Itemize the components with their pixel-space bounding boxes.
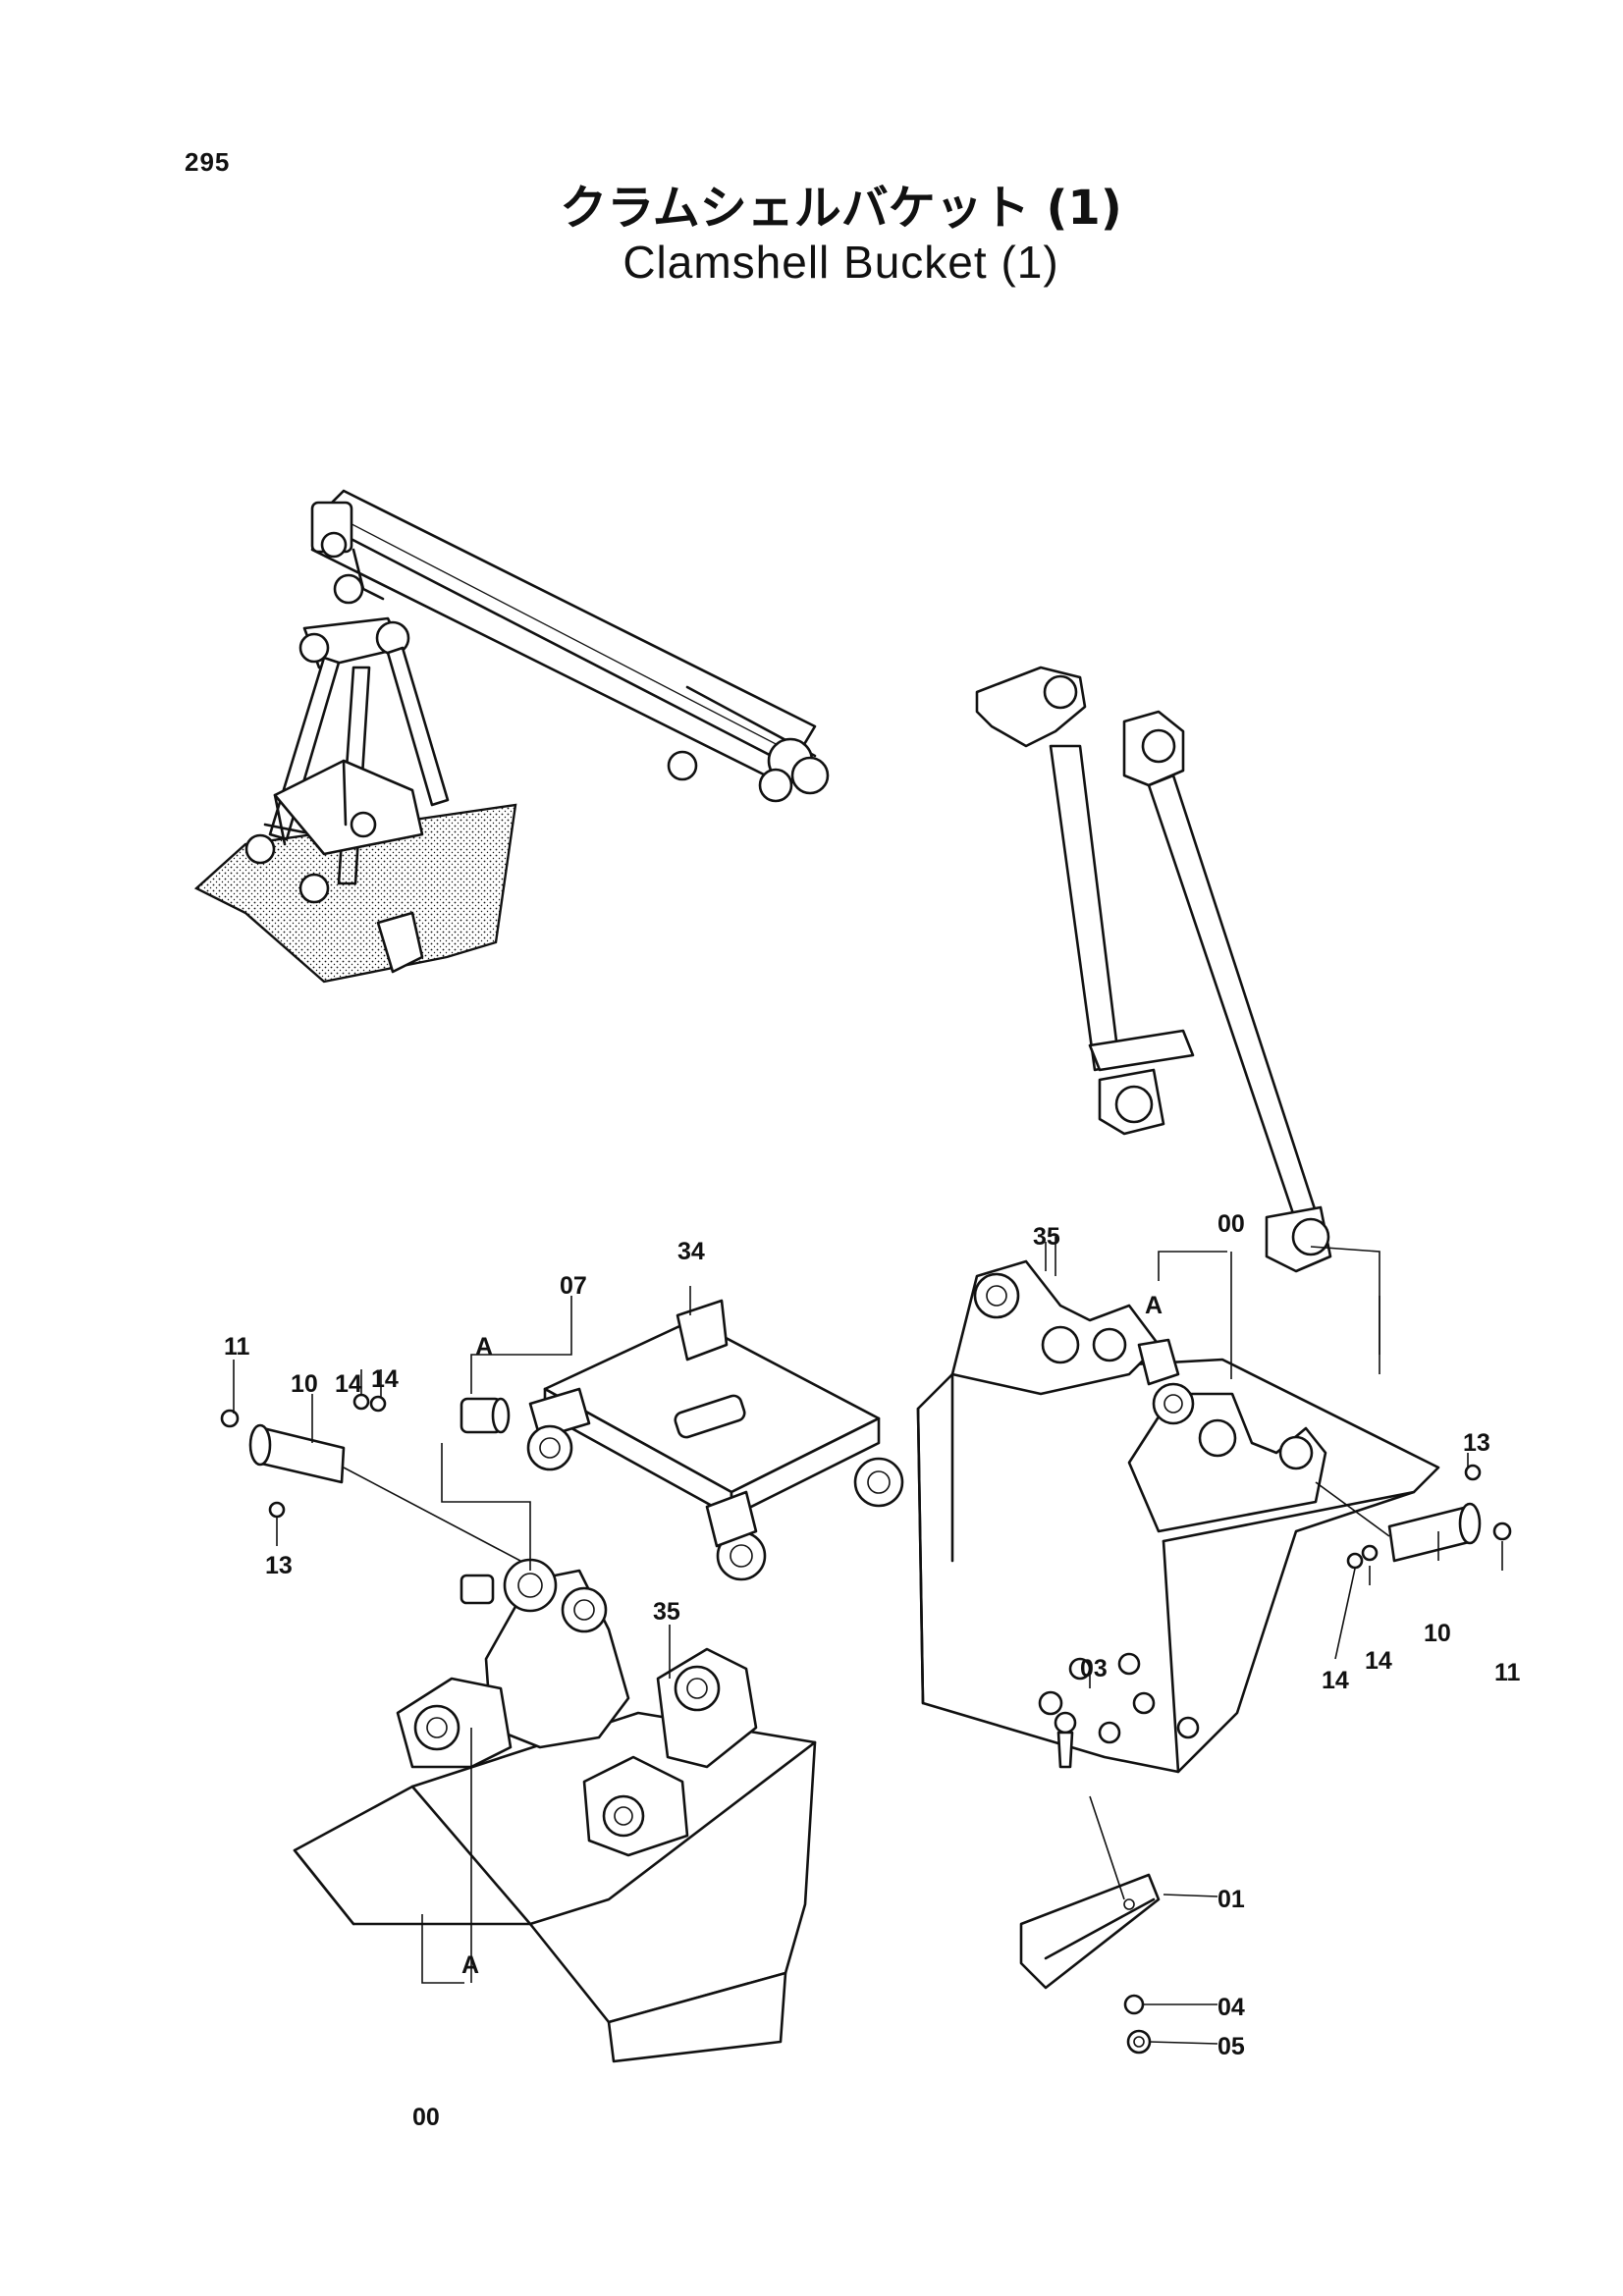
callout-11-left: 11 — [224, 1333, 250, 1361]
callout-10-left: 10 — [291, 1370, 318, 1398]
pin-hardware — [220, 1393, 1512, 1570]
callout-13-left: 13 — [265, 1552, 293, 1579]
page-number: 295 — [185, 147, 231, 177]
callout-14-left-b: 14 — [371, 1365, 399, 1393]
clamshell-machine-overview — [193, 489, 830, 984]
right-bucket-shell — [916, 1259, 1440, 1774]
ref-a-1: A — [475, 1333, 493, 1361]
bucket-tooth — [1019, 1795, 1161, 2055]
callout-35-right: 35 — [1033, 1223, 1060, 1251]
callout-07: 07 — [560, 1272, 587, 1300]
left-bucket-shell — [293, 1558, 817, 2063]
callout-05: 05 — [1217, 2033, 1245, 2060]
callout-10-right: 10 — [1424, 1620, 1451, 1647]
callout-labels: 00 00 01 03 04 05 07 10 10 11 11 13 13 1… — [224, 1210, 1521, 2131]
ref-a-2: A — [1145, 1292, 1163, 1319]
page-title-jp: クラムシェルバケット (1) — [560, 181, 1122, 236]
callout-01: 01 — [1217, 1886, 1245, 1913]
leader-lines — [233, 1237, 1503, 2045]
ref-a-3: A — [461, 1951, 479, 1979]
callout-14-right-b: 14 — [1365, 1647, 1392, 1675]
callout-04: 04 — [1217, 1994, 1245, 2021]
callout-34: 34 — [677, 1238, 705, 1265]
callout-14-right-a: 14 — [1322, 1667, 1349, 1694]
page-title-en: Clamshell Bucket (1) — [622, 237, 1059, 288]
callout-13-right: 13 — [1463, 1429, 1490, 1457]
callout-11-right: 11 — [1494, 1659, 1521, 1686]
callout-14-left-a: 14 — [335, 1370, 362, 1398]
callout-00-left: 00 — [412, 2104, 440, 2131]
callout-35-left: 35 — [653, 1598, 680, 1626]
callout-00-right: 00 — [1217, 1210, 1245, 1238]
yoke-assembly — [460, 1299, 904, 1581]
bucket-link-arm — [975, 666, 1380, 1374]
callout-03: 03 — [1080, 1655, 1108, 1682]
